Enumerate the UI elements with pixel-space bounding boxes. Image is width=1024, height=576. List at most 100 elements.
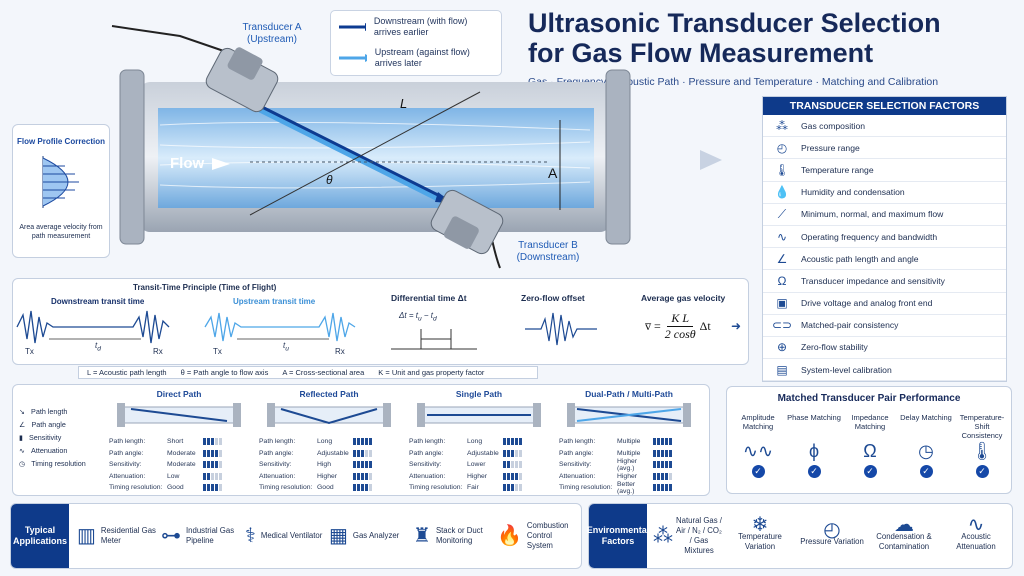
factor-label: System-level calibration	[801, 364, 892, 375]
symbol-key-item: L = Acoustic path length	[87, 368, 167, 377]
transit-waveforms	[16, 310, 356, 344]
rating-bar	[211, 461, 214, 469]
rating-bar	[207, 449, 210, 457]
rating-bar	[361, 449, 364, 457]
path-attribute-value: Moderate	[167, 449, 196, 457]
environment-item: ☁Condensation & Contamination	[869, 504, 939, 568]
phase-icon: ϕ	[808, 441, 820, 461]
transit-heading: Transit-Time Principle (Time of Flight)	[133, 283, 277, 292]
rating-bar	[511, 472, 514, 480]
rating-bar	[361, 438, 364, 446]
path-attribute-value: Good	[317, 484, 334, 492]
cable-a	[111, 25, 251, 61]
environment-label: Condensation & Contamination	[876, 532, 932, 551]
rating-bar	[661, 484, 664, 492]
angle-icon: ∠	[776, 251, 788, 266]
factor-row: ∠Acoustic path length and angle	[763, 248, 1006, 271]
page-title: Ultrasonic Transducer Selection for Gas …	[528, 8, 1018, 68]
rating-bars	[203, 438, 222, 446]
path-attribute-row: Path length:Multiple	[559, 436, 699, 448]
factor-label: Humidity and condensation	[801, 187, 905, 198]
rating-bar	[215, 472, 218, 480]
matched-label: Phase Matching	[787, 413, 841, 422]
rating-bar	[503, 461, 506, 469]
length-label: L	[400, 96, 407, 111]
rating-bar	[369, 472, 372, 480]
rating-bar	[361, 461, 364, 469]
rating-bar	[207, 438, 210, 446]
gas-meter-icon: ▥	[77, 525, 96, 547]
factors-panel: TRANSDUCER SELECTION FACTORS ⁂Gas compos…	[762, 96, 1007, 382]
matched-pair-panel: Matched Transducer Pair Performance Ampl…	[726, 386, 1012, 494]
rating-bar	[665, 449, 668, 457]
rating-bar	[353, 449, 356, 457]
path-attribute-row: Sensitivity:High	[259, 459, 399, 471]
tx-label-1: Tx	[25, 347, 34, 356]
path-attribute-key: Attenuation:	[109, 472, 146, 480]
path-attribute-row: Sensitivity:Higher (avg.)	[559, 457, 699, 472]
path-criteria-label: Path angle	[31, 420, 66, 429]
rating-bar	[215, 484, 218, 492]
target-icon: ⊕	[776, 340, 788, 355]
path-attribute-key: Path length:	[109, 438, 146, 446]
rating-bar	[219, 461, 222, 469]
rating-bar	[203, 449, 206, 457]
path-config-title: Reflected Path	[299, 389, 359, 399]
rating-bar	[657, 472, 660, 480]
stack-icon: ♜	[413, 525, 431, 547]
factor-row: ∿Operating frequency and bandwidth	[763, 226, 1006, 249]
rating-bar	[511, 449, 514, 457]
rating-bar	[207, 472, 210, 480]
path-criteria-item: ∿Attenuation	[19, 444, 86, 457]
rating-bars	[353, 438, 372, 446]
path-config-title: Single Path	[455, 389, 503, 399]
path-criteria-label: Timing resolution	[31, 459, 86, 468]
flow-profile-panel: Flow Profile Correction Area average vel…	[12, 124, 110, 258]
rating-bar	[211, 449, 214, 457]
transducer-a-label: Transducer A (Upstream)	[242, 22, 302, 45]
path-criteria-label: Attenuation	[31, 446, 68, 455]
upstream-arrow-icon	[339, 54, 367, 62]
path-attribute-row: Path length:Long	[409, 436, 549, 448]
delta-t-marker	[391, 329, 477, 350]
environment-item: ⁂Natural Gas / Air / N₂ / CO₂ / Gas Mixt…	[653, 504, 723, 568]
rating-bar	[519, 472, 522, 480]
rating-bar	[511, 461, 514, 469]
rating-bars	[353, 484, 372, 492]
tx-label-2: Tx	[213, 347, 222, 356]
rating-bar	[515, 449, 518, 457]
lungs-icon: ⚕	[245, 525, 256, 547]
environment-item: ❄Temperature Variation	[725, 504, 795, 568]
link-icon: ⊂⊃	[771, 318, 793, 333]
rating-bars	[503, 461, 522, 469]
flow-label: Flow	[170, 155, 204, 172]
factor-row: ◴Pressure range	[763, 137, 1006, 160]
rating-bar	[657, 449, 660, 457]
velocity-profile-icon	[42, 156, 79, 208]
rating-bar	[207, 484, 210, 492]
path-attribute-key: Sensitivity:	[409, 461, 442, 469]
rating-bar	[657, 438, 660, 446]
flow-streamlines	[159, 121, 591, 189]
path-criteria-item: ↘Path length	[19, 405, 86, 418]
rating-bar	[365, 438, 368, 446]
rating-bars	[653, 461, 672, 469]
path-attribute-value: Higher (avg.)	[617, 457, 638, 472]
differential-time-label: Differential time Δt	[391, 293, 467, 303]
transducer-b-label: Transducer B (Downstream)	[516, 240, 580, 263]
rating-bars	[353, 472, 372, 480]
path-attribute-row: Path angle:Adjustable	[409, 448, 549, 460]
path-attribute-value: Short	[167, 438, 184, 446]
impedance-icon: Ω	[863, 441, 877, 461]
rating-bar	[661, 472, 664, 480]
rating-bar	[653, 449, 656, 457]
matched-label: Amplitude Matching	[741, 413, 775, 431]
path-attribute-value: Good	[167, 484, 184, 492]
rating-bars	[653, 484, 672, 492]
gas-flow-region	[158, 108, 594, 208]
path-attribute-value: Higher	[617, 472, 638, 480]
